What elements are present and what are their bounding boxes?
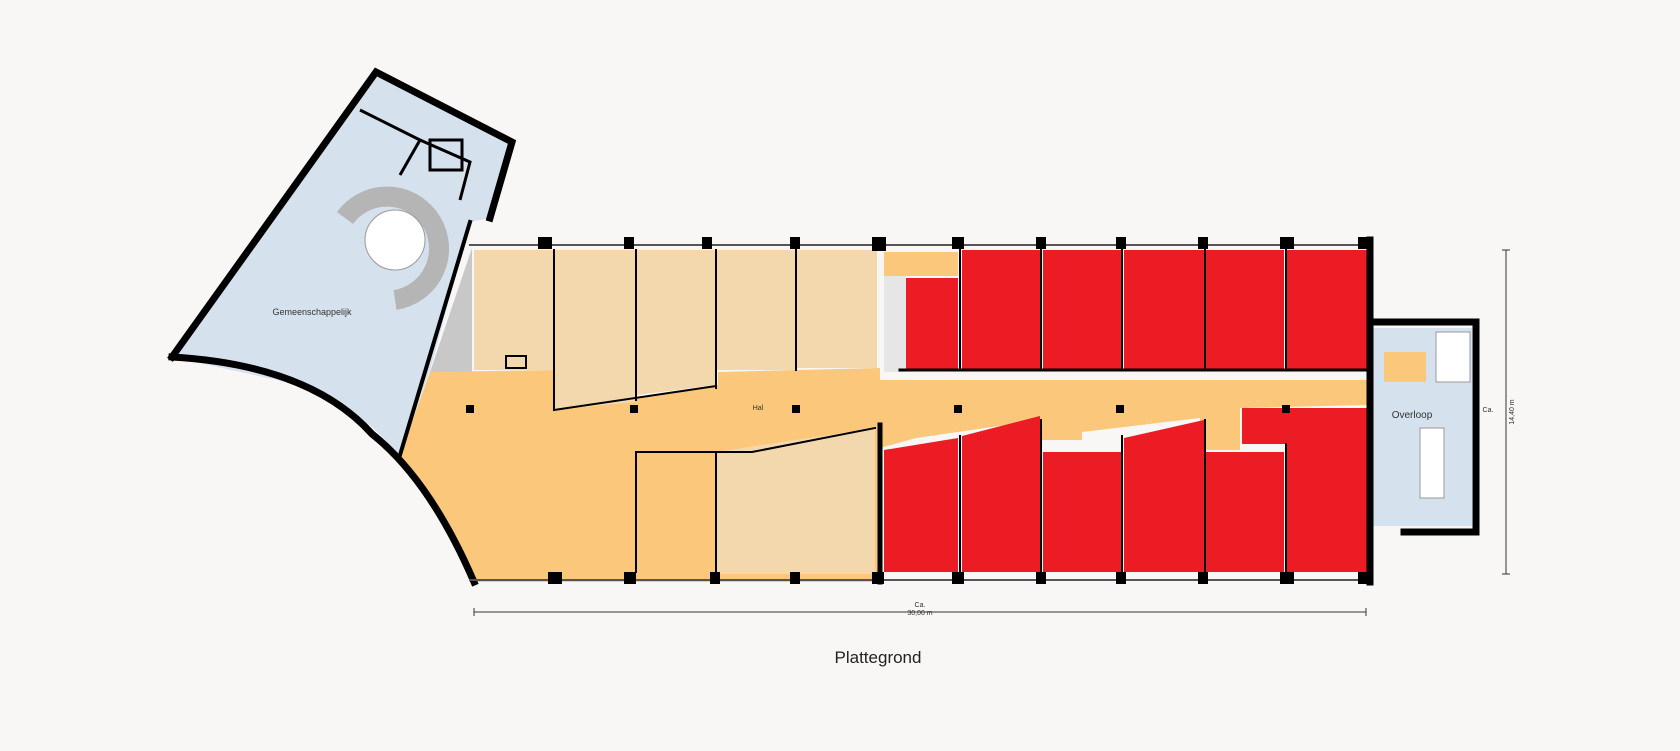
depth-value: 14,40 m bbox=[1509, 399, 1516, 424]
curved-outer-wall bbox=[168, 353, 479, 587]
common-inner-wall bbox=[397, 219, 473, 458]
landing-store bbox=[1435, 331, 1471, 383]
landing-stair bbox=[1419, 427, 1445, 499]
bottom-left-walls bbox=[635, 426, 877, 453]
columns bbox=[466, 237, 1372, 584]
room-label-hall: Hal bbox=[753, 405, 764, 412]
dimension-depth bbox=[1502, 249, 1510, 575]
landing-orange bbox=[1384, 352, 1426, 382]
red-room-t1 bbox=[906, 278, 958, 370]
room-label-common: Gemeenschappelijk bbox=[272, 307, 352, 317]
landing-walls bbox=[1366, 318, 1480, 536]
room-top-1 bbox=[474, 250, 554, 370]
small-box bbox=[505, 355, 527, 369]
room-top-3 bbox=[637, 250, 715, 395]
outer-wall-left bbox=[167, 67, 517, 362]
red-room-b2 bbox=[962, 416, 1040, 572]
light-rooms bbox=[474, 250, 877, 574]
room-label-landing: Overloop bbox=[1392, 410, 1433, 421]
common-small-rooms bbox=[359, 108, 472, 201]
top-left-walls bbox=[552, 371, 717, 412]
spiral-staircase bbox=[336, 186, 450, 310]
width-prefix: Ca. bbox=[915, 602, 926, 609]
red-room-b4 bbox=[1124, 420, 1204, 572]
red-rooms bbox=[884, 250, 1367, 572]
red-room-b5 bbox=[1206, 452, 1284, 572]
depth-prefix: Ca. bbox=[1483, 407, 1494, 414]
red-room-t2 bbox=[962, 250, 1040, 370]
red-room-b3 bbox=[1043, 452, 1121, 572]
room-top-5 bbox=[797, 250, 877, 368]
red-room-t3 bbox=[1043, 250, 1121, 370]
red-room-b1 bbox=[884, 438, 958, 572]
room-top-2 bbox=[555, 250, 635, 410]
red-room-t5 bbox=[1206, 250, 1284, 370]
stair-area bbox=[884, 276, 906, 372]
room-top-4 bbox=[717, 250, 795, 370]
width-value: 30,00 m bbox=[907, 610, 932, 617]
room-bottom-light bbox=[716, 428, 875, 574]
grey-room bbox=[430, 248, 472, 372]
dimension-width bbox=[473, 608, 1367, 616]
red-room-t4 bbox=[1124, 250, 1204, 370]
stair-landing bbox=[884, 252, 958, 276]
hall-area bbox=[400, 368, 1370, 582]
red-room-t6 bbox=[1287, 250, 1367, 370]
red-room-b6 bbox=[1242, 408, 1367, 572]
walls bbox=[167, 67, 1480, 587]
plan-title: Plattegrond bbox=[834, 648, 922, 667]
